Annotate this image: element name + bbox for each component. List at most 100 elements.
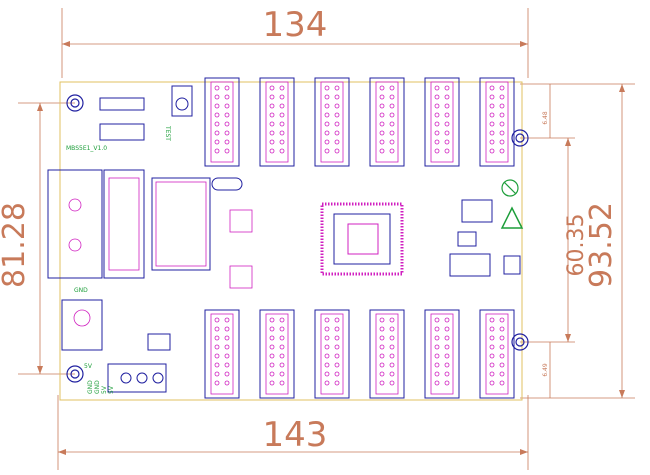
connector-pin [214, 130, 220, 136]
connector-pin [224, 148, 230, 154]
connector-pin [214, 121, 220, 127]
connector-pin [269, 380, 275, 386]
connector-pin [434, 344, 440, 350]
hub-connector [314, 309, 350, 399]
connector-pin [389, 112, 395, 118]
connector-pin [499, 317, 505, 323]
connector-pin [214, 85, 220, 91]
connector-pin [214, 380, 220, 386]
left-pads [68, 177, 253, 327]
connector-pin [434, 85, 440, 91]
test-label: TEST [164, 125, 171, 141]
connector-pin [224, 94, 230, 100]
connector-pin [324, 112, 330, 118]
connector-pin [334, 130, 340, 136]
connector-pin [279, 380, 285, 386]
power-pin-label: GND [87, 380, 94, 394]
connector-pin [444, 94, 450, 100]
connector-pin [269, 317, 275, 323]
hub-connector [259, 309, 295, 399]
gnd-label: GND [74, 287, 88, 294]
connector-pads [210, 81, 234, 163]
connector-pin [499, 344, 505, 350]
hub-connector [369, 309, 405, 399]
connector-pin [434, 362, 440, 368]
connector-pin [279, 121, 285, 127]
top-width-label: 134 [263, 5, 328, 45]
connector-pin [379, 353, 385, 359]
connector-pin [489, 335, 495, 341]
connector-pin [489, 344, 495, 350]
connector-pin [324, 85, 330, 91]
connector-pin [224, 103, 230, 109]
mounting-holes [66, 94, 529, 383]
right-outer-height-label: 93.52 [584, 202, 619, 288]
connector-pin [334, 335, 340, 341]
connector-pin [389, 130, 395, 136]
connector-pin [279, 371, 285, 377]
connector-pin [324, 317, 330, 323]
board-model-label: MBS5E1_V1.0 [66, 145, 107, 152]
connector-pin [214, 317, 220, 323]
connector-pin [489, 317, 495, 323]
connector-pin [334, 139, 340, 145]
connector-pin [214, 362, 220, 368]
connector-pin [324, 94, 330, 100]
connector-pin [379, 103, 385, 109]
connector-pin [224, 344, 230, 350]
connector-pin [279, 94, 285, 100]
dimension-arrows [37, 41, 625, 455]
connector-pin [224, 362, 230, 368]
connector-pin [334, 85, 340, 91]
connector-pin [444, 353, 450, 359]
connector-pin [489, 362, 495, 368]
connector-pin [224, 139, 230, 145]
connector-pin [434, 94, 440, 100]
connector-pin [334, 148, 340, 154]
connector-pin [389, 121, 395, 127]
connector-pin [444, 130, 450, 136]
connector-pin [379, 148, 385, 154]
connector-pin [214, 112, 220, 118]
connector-pin [434, 139, 440, 145]
connector-pin [224, 130, 230, 136]
connector-pin [444, 103, 450, 109]
connector-pin [389, 362, 395, 368]
connector-pin [489, 103, 495, 109]
connector-pin [444, 139, 450, 145]
connector-pin [279, 103, 285, 109]
connector-pin [214, 148, 220, 154]
connector-pin [324, 103, 330, 109]
hub-connector [314, 77, 350, 167]
connector-pin [269, 326, 275, 332]
connector-pin [434, 103, 440, 109]
bottom-offset-label: 6.49 [542, 363, 549, 377]
connector-pads [375, 81, 399, 163]
connector-pin [434, 335, 440, 341]
connector-pin [279, 317, 285, 323]
bottom-width-label: 143 [263, 415, 328, 455]
connector-pin [279, 139, 285, 145]
connector-pads [485, 81, 509, 163]
dimension-lines [18, 8, 635, 470]
connector-pads [320, 81, 344, 163]
connector-pin [379, 94, 385, 100]
connector-pin [379, 362, 385, 368]
connector-pin [279, 362, 285, 368]
left-height-label: 81.28 [0, 202, 32, 288]
connector-pin [269, 130, 275, 136]
connector-pin [224, 380, 230, 386]
connector-pin [269, 371, 275, 377]
connector-pin [224, 121, 230, 127]
connector-pin [434, 326, 440, 332]
connector-pin [224, 353, 230, 359]
connector-pin [489, 371, 495, 377]
connector-pin [379, 371, 385, 377]
connector-pin [269, 362, 275, 368]
connector-pin [334, 112, 340, 118]
connector-pin [334, 362, 340, 368]
connector-pin [214, 371, 220, 377]
main-chip [320, 202, 404, 276]
connector-pin [279, 112, 285, 118]
